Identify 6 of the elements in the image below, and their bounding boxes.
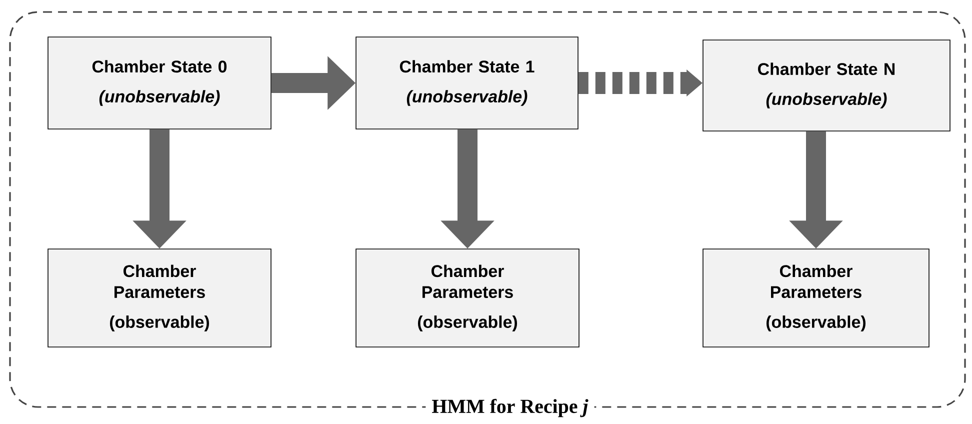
parameter-box: Chamber Parameters (observable) xyxy=(702,248,930,348)
state-box: Chamber State 0 (unobservable) xyxy=(48,36,272,130)
parameter-box: Chamber Parameters (observable) xyxy=(356,248,580,348)
parameter-box: Chamber Parameters (observable) xyxy=(48,248,272,348)
state-box: Chamber State 1 (unobservable) xyxy=(356,36,578,130)
state-box: Chamber State N (unobservable) xyxy=(702,40,950,132)
